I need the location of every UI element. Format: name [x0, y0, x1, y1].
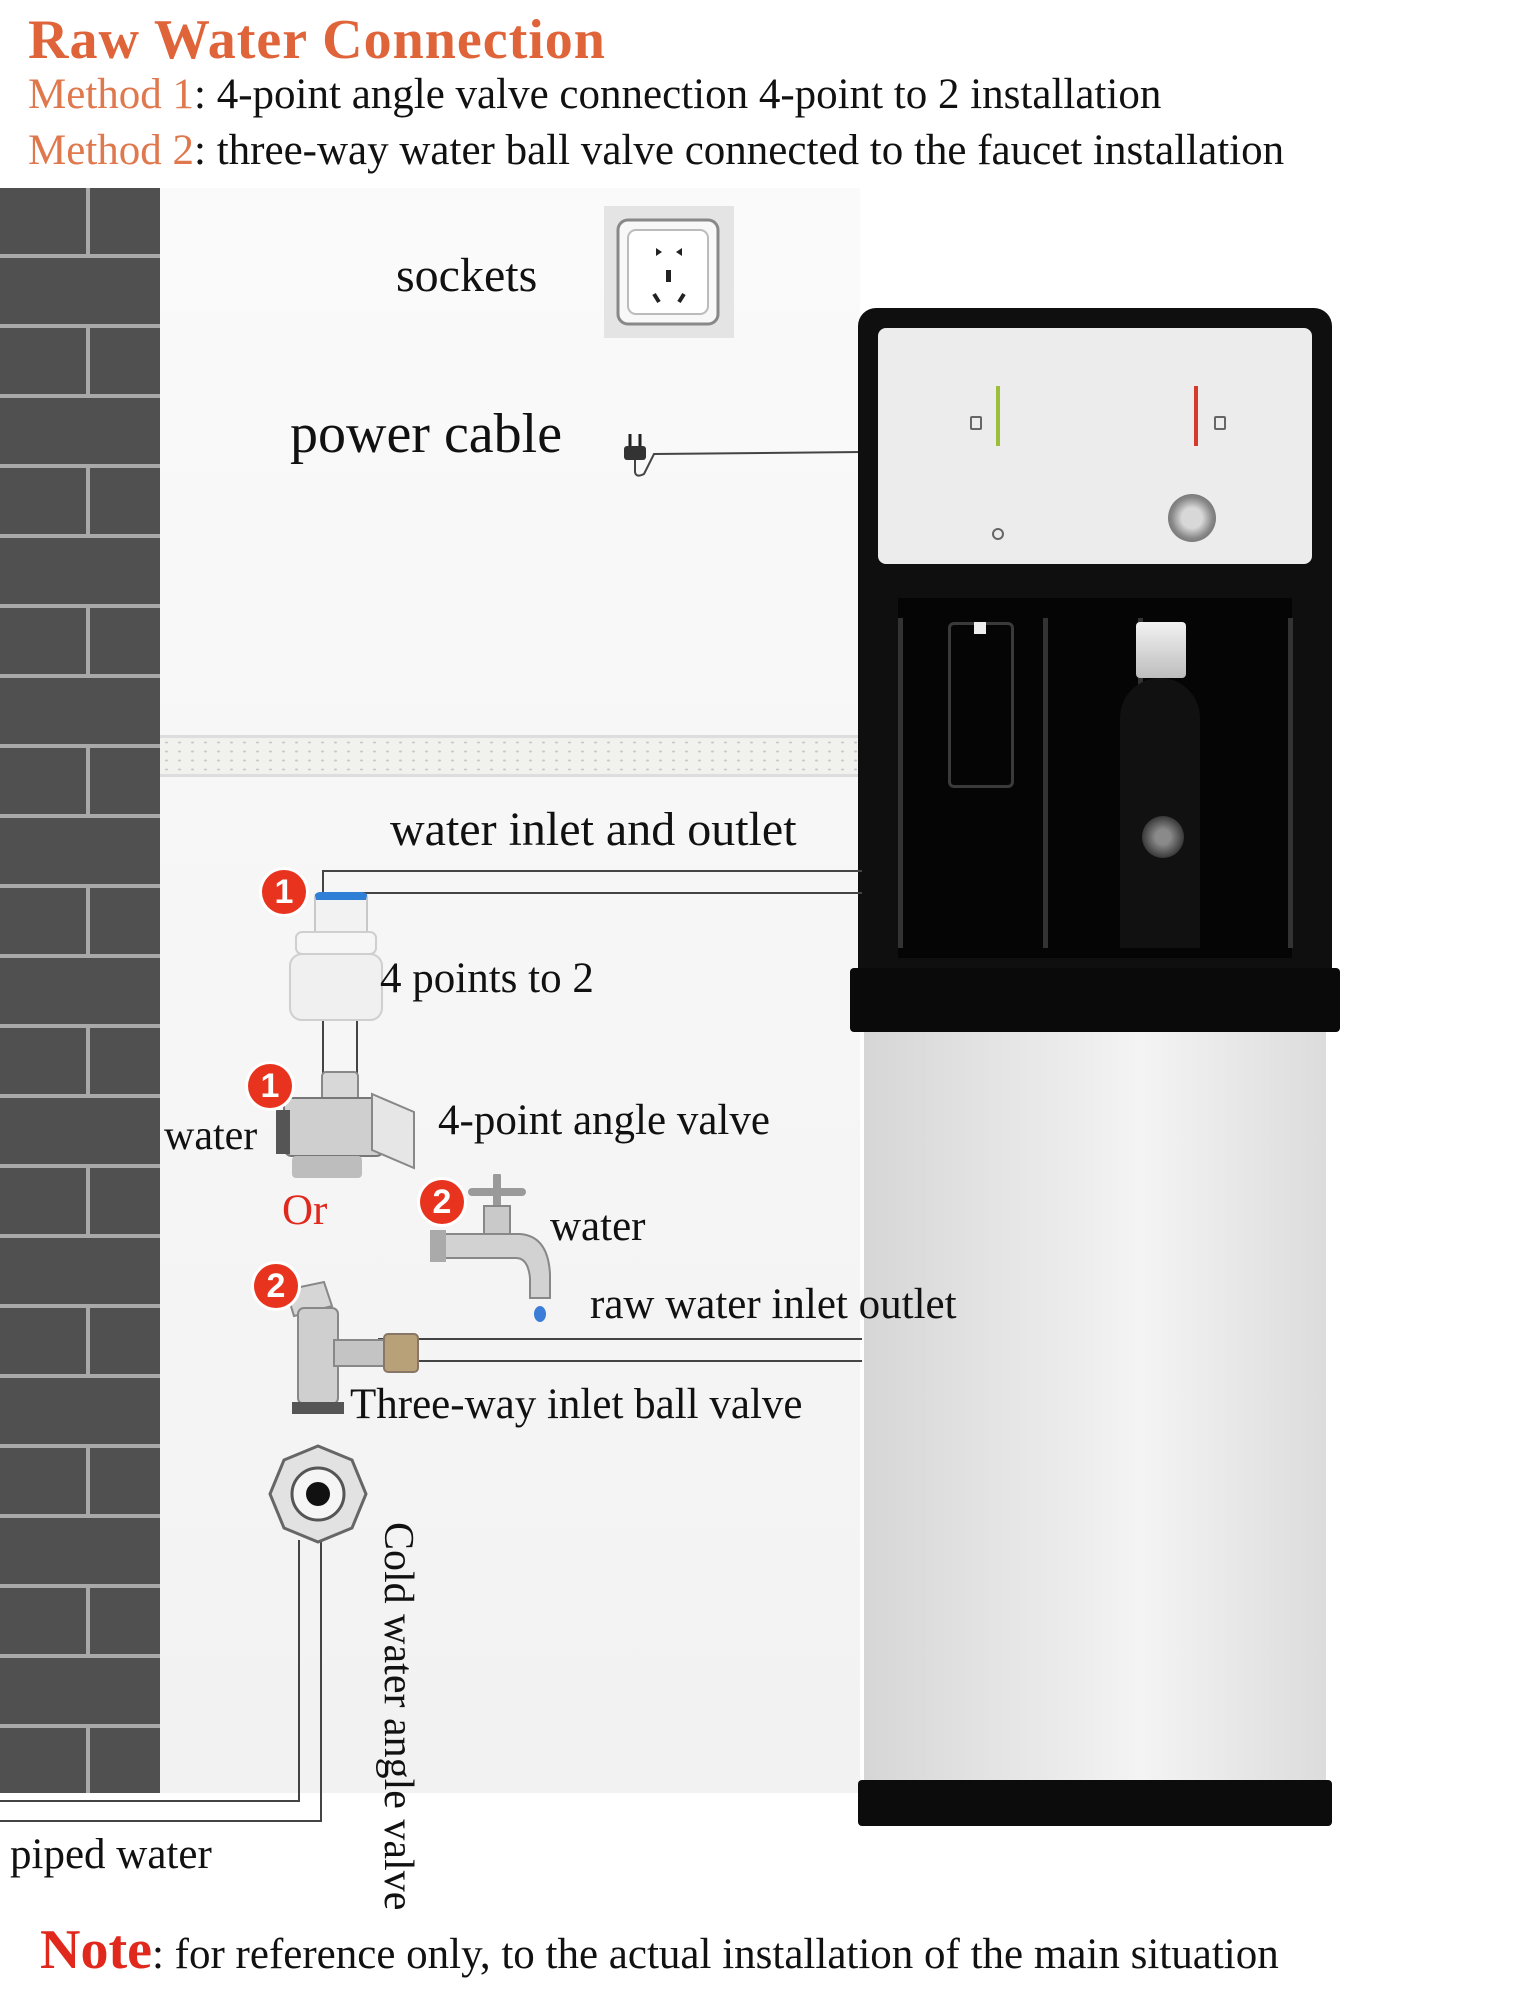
- cold-water-valve-icon: [268, 1444, 368, 1544]
- supply-riser-1: [298, 1540, 300, 1802]
- note-text: : for reference only, to the actual inst…: [151, 1931, 1279, 1978]
- badge-2-faucet: 2: [420, 1180, 464, 1224]
- drip-tray: [850, 968, 1340, 1032]
- water-inlet-outlet-label: water inlet and outlet: [390, 803, 797, 856]
- three-way-label: Three-way inlet ball valve: [350, 1381, 803, 1428]
- child-lock-icon: [1142, 816, 1184, 858]
- method-1-text: : 4-point angle valve connection 4-point…: [194, 71, 1162, 118]
- ball-valve-icon: [284, 1280, 419, 1414]
- raw-pipe-top: [378, 1338, 862, 1340]
- method-2-label: Method 2: [28, 127, 195, 174]
- control-panel: [878, 328, 1312, 564]
- note-label: Note: [40, 1919, 152, 1981]
- sockets-label: sockets: [396, 249, 538, 302]
- hot-indicator: [1194, 386, 1198, 446]
- piped-water-label: piped water: [10, 1831, 212, 1878]
- water-faucet-label: water: [550, 1203, 646, 1250]
- supply-riser-2: [320, 1540, 322, 1822]
- method-1-label: Method 1: [28, 71, 195, 118]
- badge-1-inlet: 1: [262, 870, 306, 914]
- supply-pipe-1: [0, 1800, 300, 1802]
- water-left-label: water: [164, 1113, 258, 1159]
- badge-1-angle-valve: 1: [248, 1064, 292, 1108]
- power-button-icon[interactable]: [1168, 494, 1216, 542]
- water-dispenser: [850, 308, 1340, 1828]
- method-2: Method 2: three-way water ball valve con…: [28, 126, 1284, 175]
- method-2-text: : three-way water ball valve connected t…: [194, 127, 1285, 174]
- countertop: [160, 735, 860, 777]
- faucet-icon: [430, 1174, 551, 1322]
- cold-water-valve-label: Cold water angle valve: [375, 1522, 421, 1911]
- badge-2-ball-valve: 2: [254, 1264, 298, 1308]
- four-points-to-2-label: 4 points to 2: [380, 955, 594, 1002]
- raw-water-label: raw water inlet outlet: [590, 1281, 957, 1328]
- socket-icon: [616, 218, 720, 326]
- base: [858, 1780, 1332, 1826]
- page-title: Raw Water Connection: [28, 9, 606, 71]
- room-background: [160, 188, 860, 1793]
- brick-wall: [0, 188, 160, 1793]
- dispensing-bay: [898, 598, 1293, 958]
- method-1: Method 1: 4-point angle valve connection…: [28, 70, 1161, 119]
- socket-plate: [604, 206, 734, 338]
- angle-valve-icon: [276, 1071, 415, 1178]
- inlet-pipe-bottom: [342, 892, 862, 894]
- angle-valve-label: 4-point angle valve: [438, 1097, 770, 1144]
- or-label: Or: [282, 1187, 328, 1234]
- cold-tap-icon[interactable]: [948, 622, 1014, 788]
- hot-tap-icon[interactable]: [1136, 622, 1186, 678]
- cold-indicator: [996, 386, 1000, 446]
- power-cable-label: power cable: [290, 403, 563, 465]
- power-plug-icon: [624, 434, 863, 477]
- raw-pipe-bottom: [378, 1360, 862, 1362]
- cabinet: [864, 1032, 1326, 1780]
- note: Note: for reference only, to the actual …: [40, 1918, 1279, 1982]
- adapter-icon: [289, 931, 383, 1021]
- inlet-pipe-top: [322, 870, 862, 872]
- supply-pipe-2: [0, 1820, 322, 1822]
